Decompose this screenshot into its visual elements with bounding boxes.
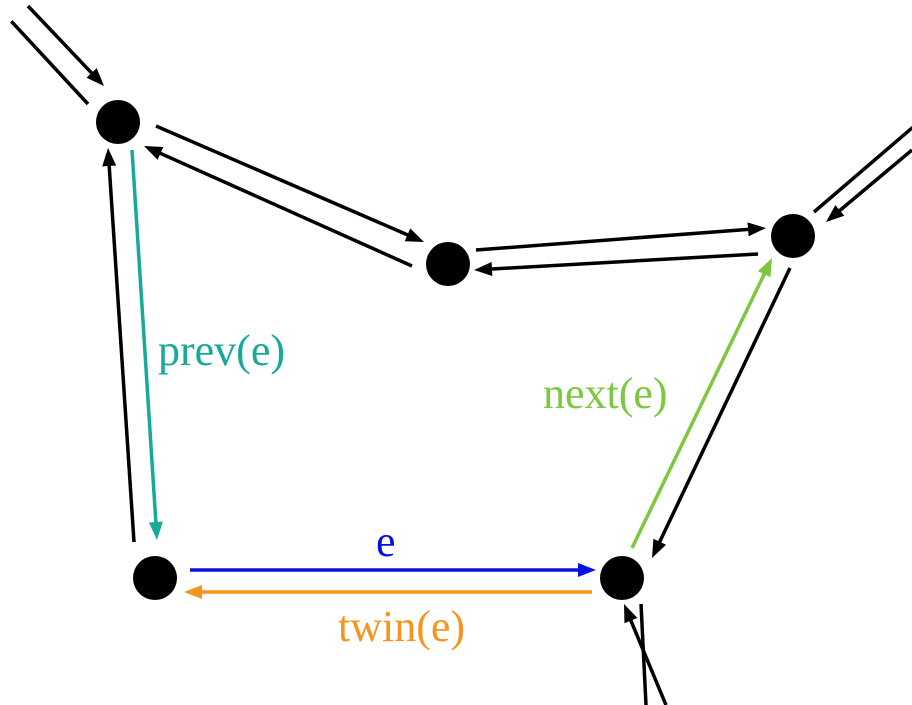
halfedge-twin [184, 585, 592, 599]
vertex-top-right [771, 214, 815, 258]
halfedge-topmiddle-to-topright [475, 222, 766, 252]
halfedge-prev [130, 149, 163, 540]
vertex-top-middle [426, 242, 470, 286]
halfedge-topright-in [826, 148, 912, 222]
vertex-top-left [96, 100, 140, 144]
halfedge-bottomleft-to-topleft [102, 148, 136, 543]
halfedge-topright-to-bottomright [652, 267, 792, 558]
halfedge-bottomright-in [624, 604, 668, 705]
halfedge-topright-to-topmiddle [474, 252, 759, 276]
halfedge-topright-out [812, 126, 912, 214]
label-twin: twin(e) [338, 602, 465, 651]
halfedge-topmiddle-to-topleft [144, 146, 413, 268]
halfedge-e [190, 563, 596, 577]
halfedge-next [630, 258, 772, 549]
vertex-bottom-right [600, 556, 644, 600]
halfedge-topleft-out [10, 20, 90, 106]
label-prev: prev(e) [158, 326, 285, 375]
label-e: e [376, 517, 396, 566]
halfedge-topleft-to-topmiddle [155, 124, 424, 242]
vertices [96, 100, 815, 600]
vertex-bottom-left [133, 556, 177, 600]
label-next: next(e) [543, 369, 668, 418]
half-edges [10, 4, 912, 705]
halfedge-topleft-in [26, 4, 104, 86]
